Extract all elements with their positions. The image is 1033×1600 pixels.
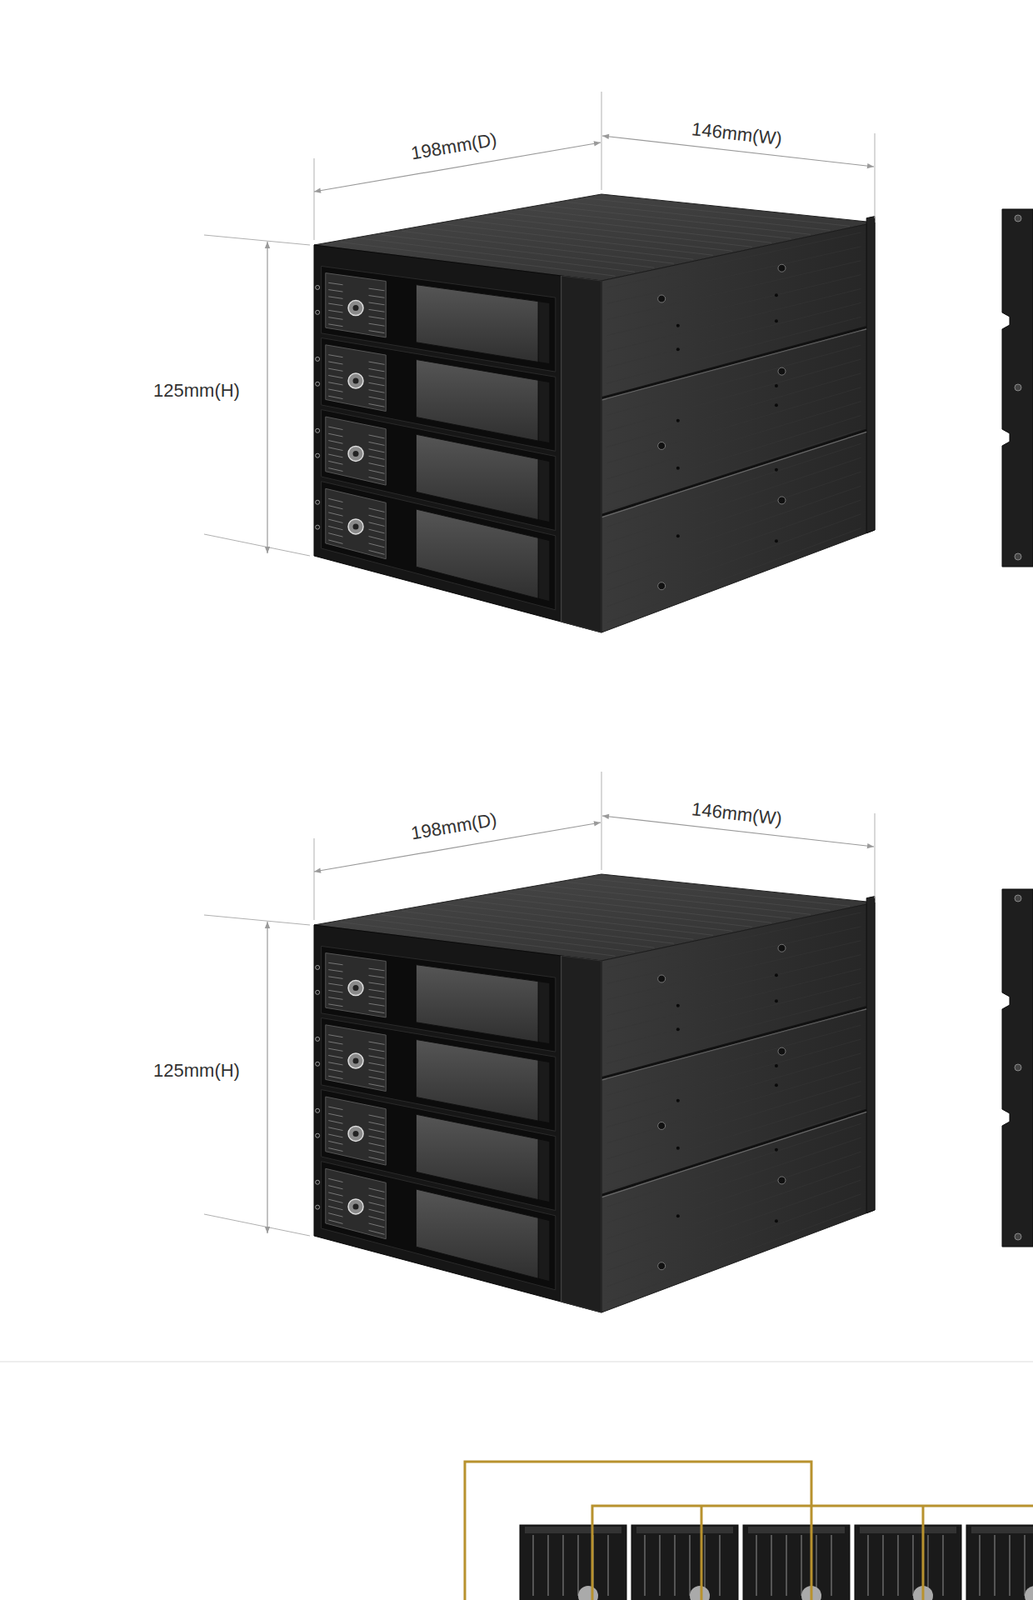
dimension-label: 125mm(H) [150,380,243,401]
dimension-label: 125mm(H) [150,1060,243,1081]
dimension-label: 146mm(W) [688,798,786,830]
dimension-label: 146mm(W) [688,119,786,150]
dimension-label: 198mm(D) [407,129,501,165]
dimension-lines [204,771,875,1236]
bracket-partial [1002,209,1033,567]
dimension-lines [204,91,875,556]
bay-front-partial [464,1461,1033,1600]
drive-cage [314,194,875,633]
divider [0,1360,1033,1363]
drive-cage [314,873,875,1313]
dimension-label: 198mm(D) [407,808,501,844]
bracket-partial [1002,888,1033,1247]
